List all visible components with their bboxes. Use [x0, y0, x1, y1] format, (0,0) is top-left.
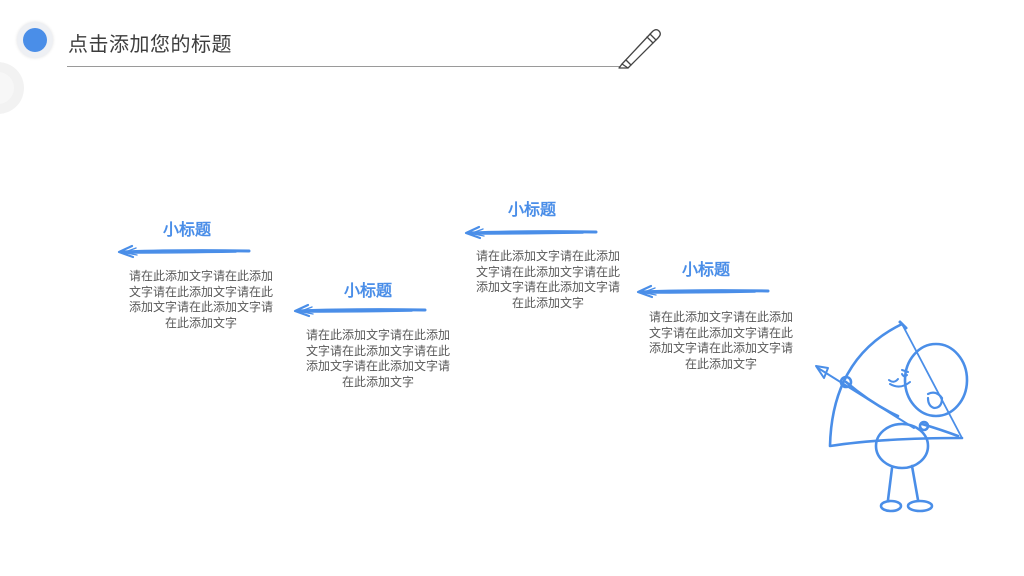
step-1-title[interactable]: 小标题: [163, 220, 212, 239]
step-4-text[interactable]: 请在此添加文字请在此添加文字请在此添加文字请在此添加文字请在此添加文字请在此添加…: [648, 310, 793, 371]
hand-drawn-arrow-icon: [293, 303, 427, 318]
step-1-text[interactable]: 请在此添加文字请在此添加文字请在此添加文字请在此添加文字请在此添加文字请在此添加…: [128, 269, 273, 330]
hand-drawn-arrow-icon: [464, 225, 598, 240]
decorative-circle-shape: [0, 62, 24, 114]
title-underline: [67, 66, 620, 67]
step-2-title[interactable]: 小标题: [344, 281, 393, 300]
pen-icon: [618, 29, 661, 69]
step-4-title[interactable]: 小标题: [682, 260, 731, 279]
step-3-title[interactable]: 小标题: [508, 200, 557, 219]
header-dot-icon: [17, 22, 53, 58]
circle-dot-icon: [23, 28, 47, 52]
page-title[interactable]: 点击添加您的标题: [68, 32, 232, 56]
hand-drawn-arrow-icon: [636, 284, 770, 299]
archer-illustration: [815, 320, 969, 513]
step-2-text[interactable]: 请在此添加文字请在此添加文字请在此添加文字请在此添加文字请在此添加文字请在此添加…: [305, 328, 450, 389]
step-3-text[interactable]: 请在此添加文字请在此添加文字请在此添加文字请在此添加文字请在此添加文字请在此添加…: [475, 249, 620, 310]
hand-drawn-arrow-icon: [117, 244, 251, 259]
